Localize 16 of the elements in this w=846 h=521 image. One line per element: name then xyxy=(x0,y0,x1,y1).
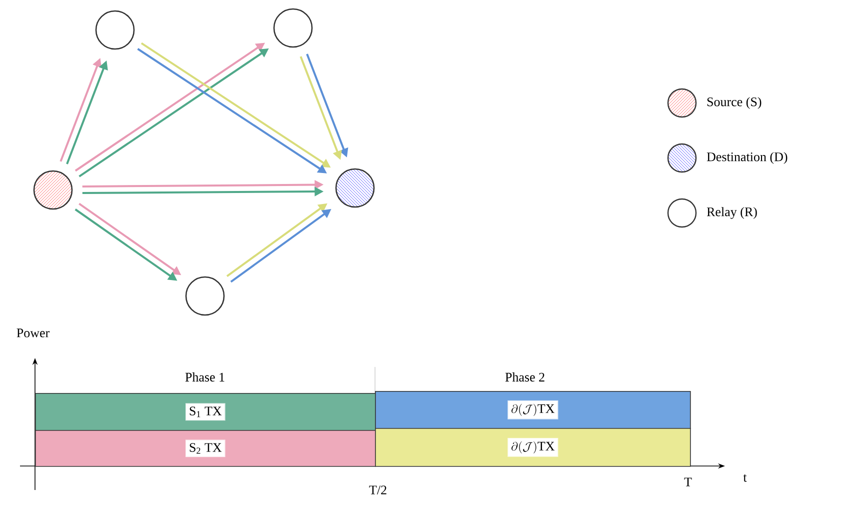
relay-node xyxy=(185,276,225,316)
tick-label: T/2 xyxy=(369,486,386,494)
legend-label: Destination (D) xyxy=(706,152,788,164)
relay-node xyxy=(273,8,313,48)
phase-bar: S$_{2}$ TX xyxy=(35,430,376,467)
destination-node xyxy=(335,168,375,208)
legend-label: Relay (R) xyxy=(706,207,757,219)
tick-label: T xyxy=(684,478,692,486)
axis-label: Power xyxy=(16,328,50,338)
phase-bar: S$_{1}$ TX xyxy=(35,393,376,431)
phase-bar: $\partial(\mathcal{J})\mathrm{TX}$ xyxy=(375,428,691,467)
source-node xyxy=(33,170,73,210)
axis-label: t xyxy=(743,474,747,482)
legend-label: Source (S) xyxy=(707,97,762,109)
relay-node xyxy=(95,10,135,50)
phase-bar: $\partial(\mathcal{J})\mathrm{TX}$ xyxy=(375,391,691,429)
